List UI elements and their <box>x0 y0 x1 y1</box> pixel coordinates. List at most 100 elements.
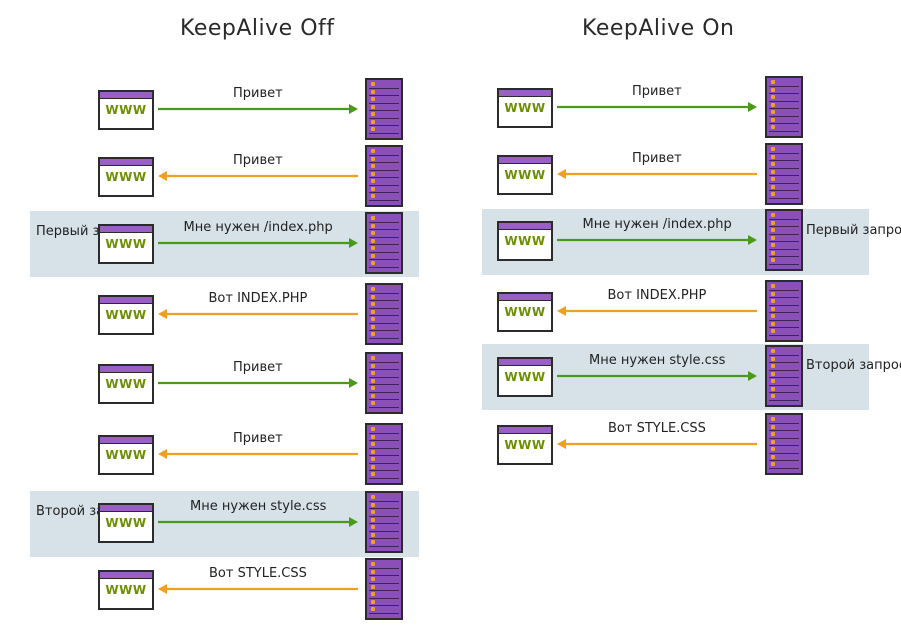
server-led <box>771 220 775 225</box>
server-shelf <box>369 391 399 393</box>
server-led <box>771 394 775 398</box>
server-shelf <box>369 612 399 614</box>
left-server-icon-4 <box>365 283 403 345</box>
server-led <box>371 569 375 574</box>
server-led <box>371 356 375 360</box>
server-shelf <box>769 384 799 386</box>
browser-titlebar <box>100 226 152 233</box>
left-arrowhead-6 <box>158 449 167 459</box>
server-shelf <box>369 455 399 456</box>
server-led <box>371 457 375 461</box>
server-shelf <box>769 100 799 102</box>
left-browser-icon-1: WWW <box>98 90 154 130</box>
left-arrowhead-8 <box>158 584 167 594</box>
server-led <box>771 314 775 318</box>
browser-titlebar <box>100 505 152 512</box>
left-message-label-1: Привет <box>233 86 283 101</box>
browser-titlebar <box>499 427 551 434</box>
server-led <box>771 243 775 247</box>
server-led <box>771 284 775 288</box>
server-shelf <box>369 337 399 339</box>
server-shelf <box>369 132 399 134</box>
server-led <box>371 324 375 329</box>
server-shelf <box>369 125 399 126</box>
left-browser-icon-8: WWW <box>98 570 154 610</box>
server-led <box>371 599 375 604</box>
server-shelf <box>769 263 799 265</box>
server-shelf <box>369 440 399 441</box>
right-arrowhead-4 <box>557 306 566 316</box>
right-message-label-5: Мне нужен style.css <box>589 353 726 368</box>
server-shelf <box>369 470 399 471</box>
server-led <box>771 462 775 466</box>
server-led <box>771 364 775 368</box>
right-browser-icon-3: WWW <box>497 221 553 261</box>
right-arrowhead-1 <box>748 102 757 112</box>
browser-www-label: WWW <box>105 583 147 597</box>
server-shelf <box>369 406 399 408</box>
server-led <box>371 517 375 522</box>
browser-titlebar <box>100 366 152 373</box>
left-browser-icon-6: WWW <box>98 435 154 475</box>
server-led <box>371 562 375 566</box>
server-shelf <box>369 447 399 449</box>
server-led <box>371 510 375 514</box>
server-shelf <box>369 369 399 370</box>
server-led <box>371 246 375 250</box>
right-browser-icon-2: WWW <box>497 155 553 195</box>
server-shelf <box>369 330 399 331</box>
server-led <box>771 117 775 122</box>
server-shelf <box>769 354 799 356</box>
browser-www-label: WWW <box>105 308 147 322</box>
server-shelf <box>369 192 399 193</box>
server-shelf <box>369 307 399 309</box>
browser-www-label: WWW <box>504 370 546 384</box>
server-shelf <box>769 182 799 184</box>
server-shelf <box>769 392 799 393</box>
server-led <box>371 495 375 499</box>
server-shelf <box>369 251 399 253</box>
browser-www-label: WWW <box>105 237 147 251</box>
server-led <box>371 363 375 368</box>
server-shelf <box>769 241 799 242</box>
right-server-icon-1 <box>765 76 803 138</box>
right-browser-icon-6: WWW <box>497 425 553 465</box>
server-shelf <box>769 108 799 109</box>
right-message-label-2: Привет <box>632 151 682 166</box>
server-led <box>371 253 375 258</box>
server-shelf <box>769 319 799 321</box>
server-shelf <box>769 123 799 124</box>
server-shelf <box>369 523 399 524</box>
server-shelf <box>369 500 399 502</box>
server-led <box>371 156 375 161</box>
server-led <box>771 258 775 262</box>
right-title: KeepAlive On <box>582 16 735 41</box>
server-shelf <box>769 152 799 154</box>
server-led <box>371 261 375 265</box>
server-shelf <box>369 184 399 186</box>
server-led <box>771 162 775 166</box>
right-arrowhead-5 <box>748 371 757 381</box>
server-led <box>371 525 375 529</box>
server-led <box>771 424 775 429</box>
server-led <box>371 127 375 131</box>
left-browser-icon-3: WWW <box>98 224 154 264</box>
server-shelf <box>369 169 399 171</box>
server-led <box>771 321 775 326</box>
server-shelf <box>369 87 399 89</box>
server-led <box>371 97 375 101</box>
left-browser-icon-7: WWW <box>98 503 154 543</box>
server-shelf <box>369 477 399 479</box>
server-led <box>371 164 375 168</box>
server-shelf <box>369 432 399 434</box>
server-shelf <box>769 362 799 363</box>
server-shelf <box>369 259 399 260</box>
server-led <box>771 447 775 451</box>
server-shelf <box>369 154 399 156</box>
right-browser-icon-4: WWW <box>497 292 553 332</box>
server-led <box>771 329 775 333</box>
server-led <box>371 104 375 109</box>
server-shelf <box>769 197 799 199</box>
right-message-label-1: Привет <box>632 84 682 99</box>
server-led <box>371 592 375 596</box>
